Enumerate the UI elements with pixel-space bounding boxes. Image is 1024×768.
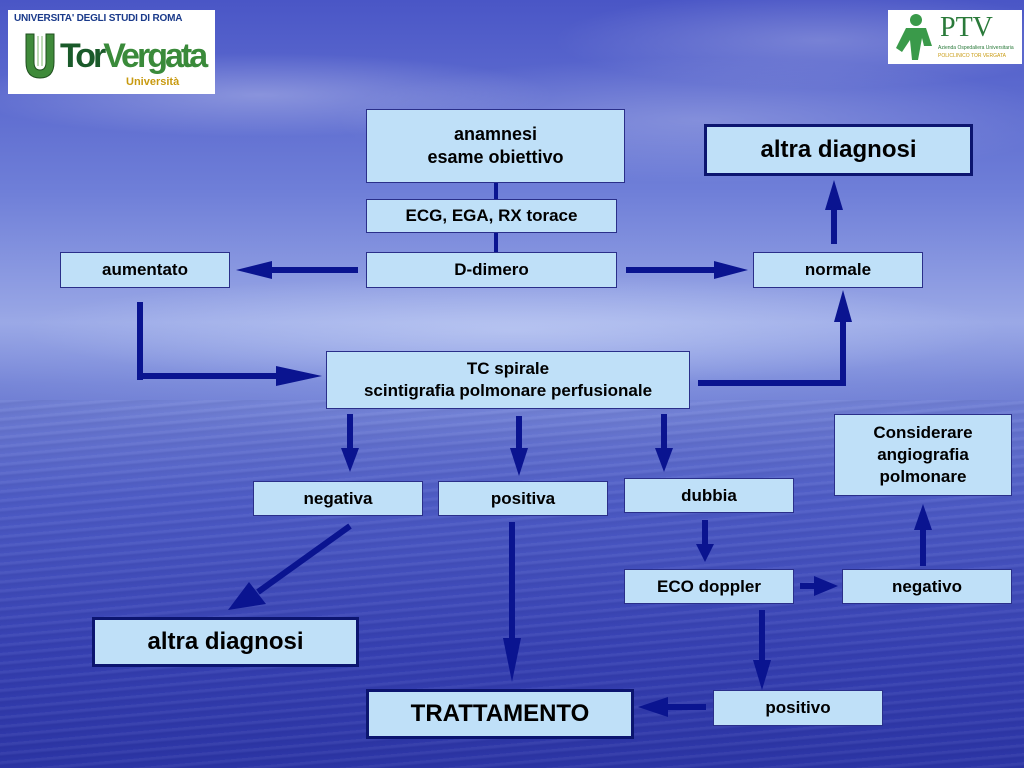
arrow-eco-negativo-head bbox=[814, 576, 838, 596]
arrow-positiva-trattamento-head bbox=[503, 638, 521, 682]
arrow-tc-dubbia-head bbox=[655, 448, 673, 472]
arrow-ddimero-normale-head bbox=[714, 261, 748, 279]
node-altra-diagnosi-bottom: altra diagnosi bbox=[92, 617, 359, 667]
arrow-ddimero-aumentato-shaft bbox=[272, 267, 358, 273]
node-tc-spirale: TC spirale scintigrafia polmonare perfus… bbox=[326, 351, 690, 409]
arrow-tc-positiva-shaft bbox=[516, 416, 522, 450]
university-emblem-icon bbox=[25, 33, 55, 79]
arrow-ddimero-aumentato-head bbox=[236, 261, 272, 279]
logo-name: TorVergata bbox=[60, 37, 208, 75]
arrow-positivo-trattamento-head bbox=[638, 697, 668, 717]
logo-name-tor: Tor bbox=[60, 37, 106, 75]
node-angio-line1: Considerare bbox=[873, 423, 973, 442]
logo-top-text: UNIVERSITA' DEGLI STUDI DI ROMA bbox=[14, 13, 183, 24]
arrow-tc-dubbia-shaft bbox=[661, 414, 667, 450]
node-negativa: negativa bbox=[253, 481, 423, 516]
arrow-negativo-angio-shaft bbox=[920, 528, 926, 566]
node-aumentato: aumentato bbox=[60, 252, 230, 288]
arrow-tc-normale-head bbox=[834, 290, 852, 322]
arrow-eco-positivo-shaft bbox=[759, 610, 765, 662]
arrow-tc-normale-horizontal bbox=[698, 380, 846, 386]
arrow-tc-negativa-head bbox=[341, 448, 359, 472]
arrow-tc-normale-vertical bbox=[840, 320, 846, 386]
node-negativo: negativo bbox=[842, 569, 1012, 604]
logo-name-vergata: Vergata bbox=[103, 37, 208, 75]
arrow-aumentato-tc-horizontal bbox=[137, 373, 279, 379]
arrow-aumentato-tc-vertical bbox=[137, 302, 143, 380]
node-anamnesi: anamnesi esame obiettivo bbox=[366, 109, 625, 183]
node-tc-line2: scintigrafia polmonare perfusionale bbox=[363, 381, 653, 400]
arrow-negativa-altra-shaft bbox=[256, 523, 352, 595]
arrow-aumentato-tc-head bbox=[276, 366, 322, 386]
node-angio-line3: polmonare bbox=[879, 467, 967, 486]
node-angio-line2: angiografia bbox=[877, 445, 969, 464]
arrow-normale-altra-head bbox=[825, 180, 843, 210]
logo-sub: Università bbox=[126, 76, 180, 88]
node-dubbia: dubbia bbox=[624, 478, 794, 513]
doctor-figure-icon bbox=[896, 14, 932, 60]
node-tc-line1: TC spirale bbox=[466, 359, 550, 378]
node-ecg: ECG, EGA, RX torace bbox=[366, 199, 617, 233]
arrow-eco-positivo-head bbox=[753, 660, 771, 690]
arrow-tc-positiva-head bbox=[510, 448, 528, 476]
ptv-line2: POLICLINICO TOR VERGATA bbox=[938, 53, 1006, 59]
arrow-negativa-altra-head bbox=[228, 582, 266, 610]
node-anamnesi-line1: anamnesi bbox=[453, 124, 538, 144]
arrow-positivo-trattamento-shaft bbox=[666, 704, 706, 710]
ptv-name: PTV bbox=[940, 12, 993, 43]
tor-vergata-logo: UNIVERSITA' DEGLI STUDI DI ROMA TorVerga… bbox=[8, 10, 215, 94]
arrow-ddimero-normale-shaft bbox=[626, 267, 716, 273]
node-positivo: positivo bbox=[713, 690, 883, 726]
node-considerare-angiografia: Considerare angiografia polmonare bbox=[834, 414, 1012, 496]
node-normale: normale bbox=[753, 252, 923, 288]
node-anamnesi-line2: esame obiettivo bbox=[427, 147, 564, 167]
arrow-negativo-angio-head bbox=[914, 504, 932, 530]
arrow-positiva-trattamento-shaft bbox=[509, 522, 515, 640]
node-positiva: positiva bbox=[438, 481, 608, 516]
arrow-tc-negativa-shaft bbox=[347, 414, 353, 450]
ptv-logo: PTV Azienda Ospedaliera Universitaria PO… bbox=[888, 10, 1022, 64]
node-altra-diagnosi-top: altra diagnosi bbox=[704, 124, 973, 176]
arrow-dubbia-eco-head bbox=[696, 544, 714, 562]
node-eco-doppler: ECO doppler bbox=[624, 569, 794, 604]
arrow-normale-altra-shaft bbox=[831, 208, 837, 244]
node-trattamento: TRATTAMENTO bbox=[366, 689, 634, 739]
arrow-eco-negativo-shaft bbox=[800, 583, 816, 589]
arrow-dubbia-eco-shaft bbox=[702, 520, 708, 546]
node-ddimero: D-dimero bbox=[366, 252, 617, 288]
ptv-line1: Azienda Ospedaliera Universitaria bbox=[938, 45, 1014, 51]
